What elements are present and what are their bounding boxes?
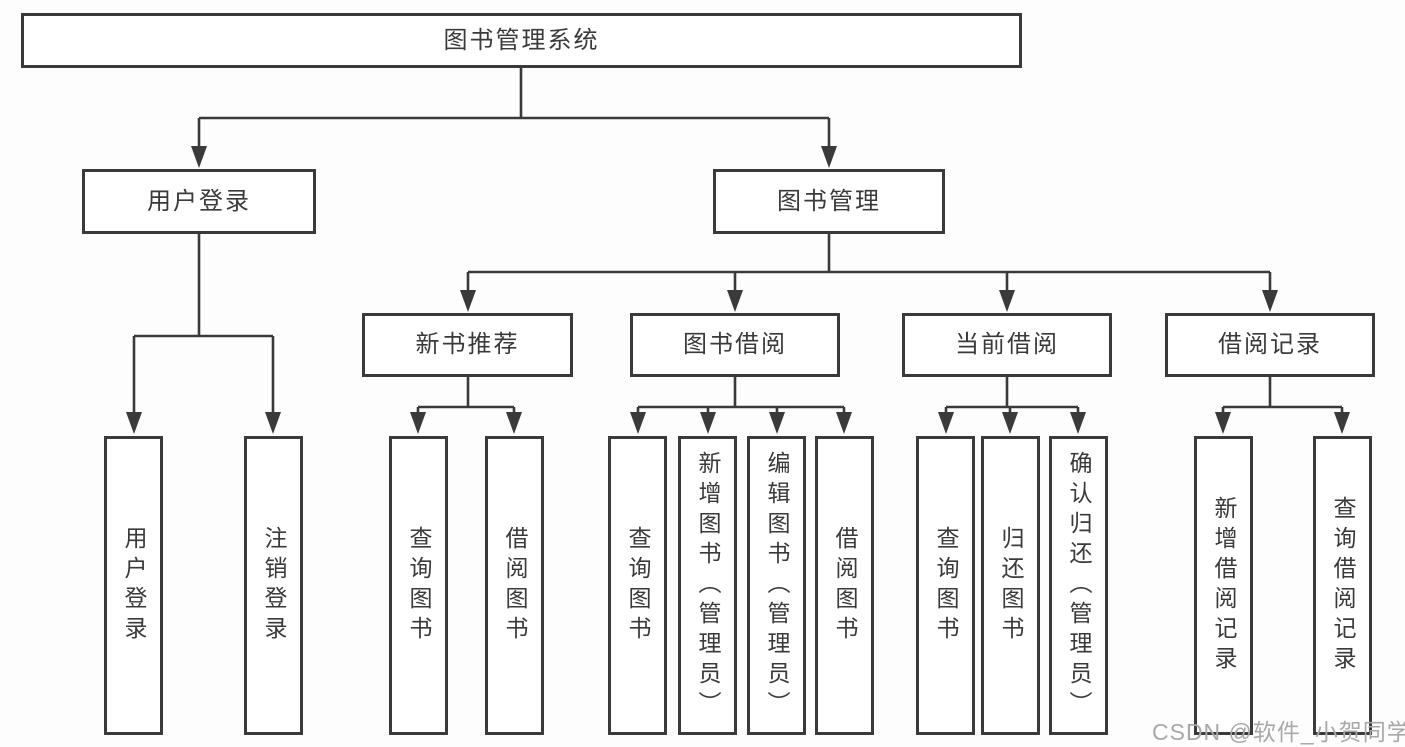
- leaf-user-login: 用户登录: [104, 436, 163, 735]
- leaf-add-books-admin: 新增图书（管理员）: [678, 436, 737, 735]
- arrowhead-icons: [126, 146, 1350, 434]
- leaf-confirm-return-admin: 确认归还（管理员）: [1049, 436, 1108, 735]
- leaf-borrow-books-borrowing: 借阅图书: [815, 436, 874, 735]
- leaf-query-books-recommend: 查询图书: [389, 436, 448, 735]
- connector-edges: [132, 67, 1344, 414]
- leaf-query-books-current: 查询图书: [916, 436, 975, 735]
- node-user-login: 用户登录: [82, 169, 316, 234]
- leaf-edit-books-admin: 编辑图书（管理员）: [747, 436, 806, 735]
- leaf-return-books: 归还图书: [981, 436, 1040, 735]
- node-book-management: 图书管理: [713, 169, 945, 234]
- leaf-borrow-books-recommend: 借阅图书: [485, 436, 544, 735]
- node-book-borrowing: 图书借阅: [630, 313, 840, 377]
- node-new-book-recommendation: 新书推荐: [362, 313, 573, 377]
- leaf-logout: 注销登录: [244, 436, 303, 735]
- leaf-query-borrow-record: 查询借阅记录: [1313, 436, 1372, 735]
- leaf-add-borrow-record: 新增借阅记录: [1194, 436, 1253, 735]
- watermark: CSDN @软件_小贺同学: [1152, 719, 1405, 745]
- node-current-borrowing: 当前借阅: [902, 313, 1112, 377]
- leaf-query-books-borrowing: 查询图书: [608, 436, 667, 735]
- node-library-management-system: 图书管理系统: [21, 13, 1022, 68]
- node-borrowing-records: 借阅记录: [1165, 313, 1375, 377]
